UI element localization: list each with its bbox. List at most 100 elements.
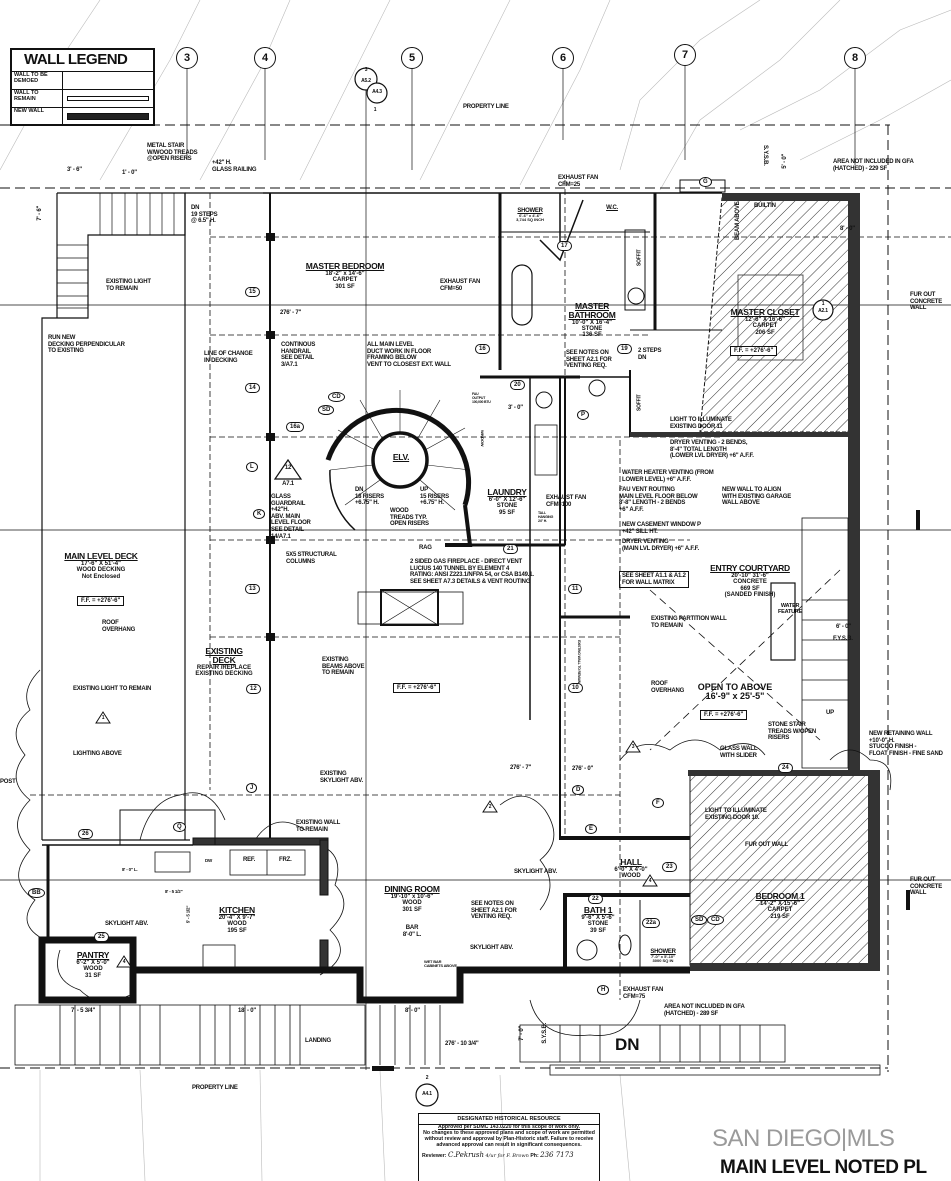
- stamp-reviewer-row: Reviewer: C.Pekrush 4/ur for F. Brown Ph…: [419, 1151, 599, 1160]
- note: FRZ.: [279, 857, 292, 863]
- phone-number: 236 7173: [540, 1151, 574, 1160]
- note: ALL MAIN LEVEL DUCT WORK IN FLOOR FRAMIN…: [367, 342, 451, 368]
- dimension: 8' - 0": [840, 226, 855, 232]
- bath1-walls: [560, 836, 690, 970]
- stairs-down-label: DN: [615, 1035, 640, 1054]
- note: EXISTING SKYLIGHT ABV.: [320, 771, 363, 784]
- dimension: 8' - 0" L.: [122, 867, 138, 872]
- section-mark: 2: [425, 1075, 429, 1081]
- elevator: ELV.: [392, 452, 410, 462]
- note: DN 19 STEPS @ 6.5" H.: [191, 205, 218, 225]
- door-tag: 14: [245, 383, 260, 393]
- door-tag: 10: [568, 683, 583, 693]
- stamp-heading: DESIGNATED HISTORICAL RESOURCE: [419, 1114, 599, 1126]
- grid-bubble: 5: [401, 47, 423, 69]
- note: UP 15 RISERS +6.75" H.: [420, 487, 449, 507]
- note: 5X5 STRUCTURAL COLUMNS: [286, 552, 337, 565]
- dimension: 8' - 0": [405, 1008, 420, 1014]
- note: CONTINOUS HANDRAIL SEE DETAIL 3/A7.1: [281, 342, 316, 368]
- window-tag: F: [652, 798, 664, 808]
- note: NEW CASEMENT WINDOW P +42" SILL HT.: [622, 522, 701, 535]
- legend-title: WALL LEGEND: [12, 50, 153, 72]
- note: TALL HANGING 24" H.: [538, 511, 554, 523]
- window-tag: D: [572, 785, 585, 795]
- setback-label: F.Y.S.B.: [833, 636, 853, 642]
- note: DN 18 RISERS +6.75" H.: [355, 487, 384, 507]
- door-tag: 23: [662, 862, 677, 872]
- window-tag: G: [699, 177, 712, 187]
- note: SKYLIGHT ABV.: [514, 869, 557, 875]
- wall-marker: [372, 1066, 394, 1071]
- door-tag: 15: [245, 287, 260, 297]
- note: EXHAUST FAN CFM=25: [558, 175, 599, 188]
- dimension: 7' - 6": [37, 205, 44, 221]
- grid-bubble: 4: [254, 47, 276, 69]
- note: SOFFIT: [636, 394, 643, 412]
- window-tag: SD: [318, 405, 335, 415]
- dimension: 18' - 0": [238, 1008, 257, 1014]
- note: GLASS WALL WITH SLIDER: [720, 746, 758, 759]
- section-mark: A5.2: [361, 78, 371, 84]
- note: AREA NOT INCLUDED IN GFA (HATCHED) - 229…: [833, 159, 914, 172]
- dimension: 8' - 5 1/2": [165, 889, 183, 894]
- stamp-approval: Approved per SDMC 143.0220 for this scop…: [437, 1124, 581, 1131]
- window-tag: L: [246, 462, 258, 472]
- kitchen-walls: [38, 809, 690, 1004]
- section-mark: A2.1: [818, 308, 828, 314]
- finish-floor-tag: F.F. = +276'-6": [393, 683, 441, 693]
- grid-bubble: 6: [552, 47, 574, 69]
- finish-floor-tag: F.F. = +276'-6": [77, 596, 125, 606]
- setback-label: S.Y.S.B.: [762, 145, 768, 166]
- elevation-marker: 276' - 7": [280, 310, 302, 316]
- window-tag: H: [597, 985, 610, 995]
- section-mark: A4.3: [372, 89, 382, 95]
- note: EXISTING LIGHT TO REMAIN: [106, 279, 151, 292]
- fireplace: [357, 589, 464, 626]
- window-tag: BB: [28, 888, 45, 898]
- note: WOOD TREADS TYP. OPEN RISERS: [390, 508, 429, 528]
- note: EXHAUST FAN CFM=50: [440, 279, 481, 292]
- dimension: 3' - 6": [67, 167, 82, 173]
- section-mark: 3: [364, 67, 368, 73]
- door-tag: 21: [503, 544, 518, 554]
- window-tag: CD: [707, 915, 724, 925]
- door-tag: 25: [94, 932, 109, 942]
- note: LINE OF CHANGE IN DECKING: [204, 351, 253, 364]
- finish-floor-tag: F.F. = +276'-6": [700, 710, 748, 720]
- legend-row-new: NEW WALL: [12, 108, 153, 125]
- window-tag: SD: [691, 915, 708, 925]
- door-tag: 12: [246, 684, 261, 694]
- dimension: 7' - 0": [519, 1025, 526, 1041]
- master-closet-hatched-area: [630, 193, 860, 773]
- note: RUN NEW DECKING PERPENDICULAR TO EXISTIN…: [48, 335, 125, 355]
- revision-deltas: [95, 711, 658, 968]
- note: WATER FEATURE: [778, 603, 803, 616]
- note: WET BAR CABINETS ABOVE: [424, 959, 457, 969]
- dimension: 6' - 0": [836, 624, 851, 630]
- note: PROPERTY LINE: [192, 1085, 238, 1091]
- dimension: 7' - 5 3/4": [71, 1008, 96, 1014]
- section-mark: A7.1: [282, 481, 294, 487]
- door-tag: 20: [510, 380, 525, 390]
- landscape-shrubs: [15, 669, 892, 1036]
- dimension: 3' - 0": [508, 405, 523, 411]
- note: PROPERTY LINE: [463, 104, 509, 110]
- reviewer-signature: C.Pekrush: [447, 1151, 485, 1160]
- note: REF.: [243, 857, 256, 863]
- section-mark: A4.1: [422, 1091, 432, 1097]
- note: FUR OUT CONCRETE WALL: [910, 292, 943, 312]
- revision-delta: 3: [631, 744, 635, 750]
- window-tag: Q: [173, 822, 186, 832]
- sheet-title: MAIN LEVEL NOTED PL: [720, 1157, 927, 1178]
- section-mark: 1: [821, 301, 825, 307]
- elevation-marker: 276' - 0": [572, 766, 594, 772]
- note: 2 SIDED GAS FIREPLACE - DIRECT VENT LUCI…: [410, 559, 534, 585]
